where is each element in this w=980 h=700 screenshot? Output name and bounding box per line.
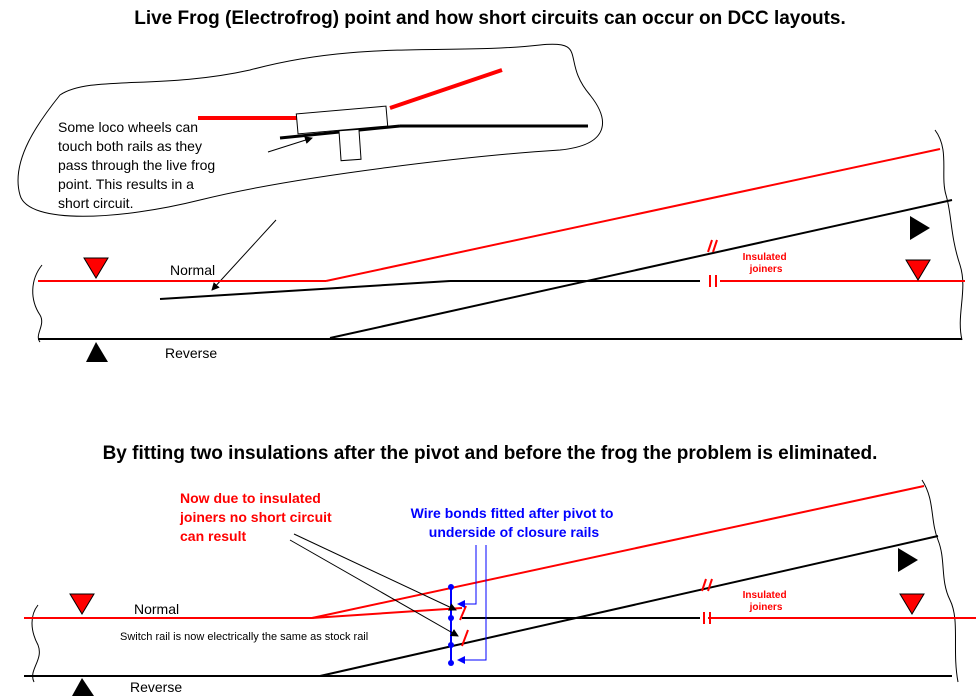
bottom-pivot-insulation-1 — [459, 605, 467, 621]
bottom-reverse-label: Reverse — [130, 679, 182, 695]
top-reverse-label: Reverse — [165, 345, 217, 361]
top-title: Live Frog (Electrofrog) point and how sh… — [134, 8, 846, 29]
top-joiner-1a — [707, 239, 713, 253]
switch-rail-note: Switch rail is now electrically the same… — [120, 631, 368, 643]
bottom-black-diverge — [319, 535, 939, 677]
callout-line-2: touch both rails as they — [58, 138, 202, 154]
bond-dot-2 — [448, 615, 454, 621]
callout-line-4: point. This results in a — [58, 176, 194, 192]
callout-bubble — [17, 43, 603, 217]
bond-dot-1 — [448, 584, 454, 590]
bottom-joiner-1b — [707, 578, 713, 592]
top-right-edge — [934, 129, 964, 341]
bottom-left-edge — [31, 604, 40, 683]
callout-line-1: Some loco wheels can — [58, 119, 198, 135]
bond-arrow-1 — [457, 545, 477, 608]
red-note-line-1: Now due to insulated — [180, 490, 321, 506]
bottom-normal-label: Normal — [134, 601, 179, 617]
top-red-triangle-left — [83, 257, 109, 279]
red-note: Now due to insulated joiners no short ci… — [179, 490, 336, 544]
bottom-right-edge — [921, 479, 959, 683]
bottom-insulated-label: Insulated joiners — [743, 590, 790, 613]
callout-pointer — [211, 219, 277, 291]
top-insulated-label: Insulated joiners — [743, 252, 790, 275]
blue-note: Wire bonds fitted after pivot to undersi… — [411, 505, 618, 540]
blue-note-line-2: underside of closure rails — [429, 524, 600, 540]
top-red-triangle-right — [905, 259, 931, 281]
top-black-triangle-right — [910, 216, 930, 240]
bottom-red-closure-stub — [311, 607, 463, 619]
bottom-pivot-insulation-2 — [461, 629, 469, 647]
top-black-diverge — [329, 199, 953, 339]
bottom-black-triangle-right — [898, 548, 918, 572]
bottom-red-diverge — [311, 485, 925, 619]
top-left-edge — [32, 264, 43, 343]
red-note-line-3: can result — [180, 528, 246, 544]
callout-line-5: short circuit. — [58, 195, 133, 211]
callout-line-3: pass through the live frog — [58, 157, 215, 173]
red-note-pointer-1 — [293, 533, 457, 611]
mini-contact-arrow — [267, 136, 313, 153]
top-normal-label: Normal — [170, 262, 215, 278]
mini-wheel-flange — [338, 128, 362, 162]
callout-text: Some loco wheels can touch both rails as… — [58, 119, 219, 211]
top-red-diverge — [325, 148, 941, 282]
bond-dot-3 — [448, 642, 454, 648]
bottom-title: By fitting two insulations after the piv… — [103, 443, 878, 464]
red-note-pointer-2 — [289, 539, 459, 637]
bond-dot-4 — [448, 660, 454, 666]
bond-arrow-2 — [457, 545, 487, 664]
top-switch-rail — [159, 280, 451, 300]
bottom-red-triangle-right — [899, 593, 925, 615]
bottom-black-triangle-left — [72, 678, 94, 696]
top-black-triangle-left — [86, 342, 108, 362]
top-joiner-1b — [712, 239, 718, 253]
mini-red-rail-right — [389, 68, 503, 110]
red-note-line-2: joiners no short circuit — [179, 509, 332, 525]
bottom-red-triangle-left — [69, 593, 95, 615]
bottom-joiner-1a — [701, 578, 707, 592]
blue-note-line-1: Wire bonds fitted after pivot to — [411, 505, 614, 521]
